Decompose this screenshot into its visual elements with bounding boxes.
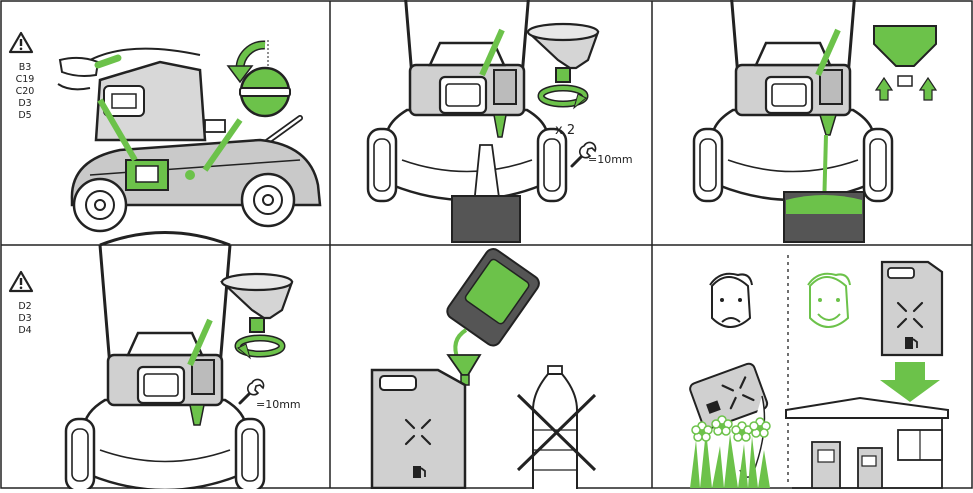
multiplier-label: x 2 xyxy=(555,123,575,138)
funnel-icon xyxy=(525,22,600,83)
warning-code: D5 xyxy=(18,110,31,121)
panel-6-recycle-at-station xyxy=(689,255,949,489)
pouring-oil-can-icon xyxy=(446,248,540,347)
warning-codes: B3 C19 C20 D3 D5 xyxy=(16,62,35,121)
mower-front-illustration xyxy=(66,233,264,490)
oil-cap-icon xyxy=(239,66,291,118)
jerrycan-icon xyxy=(370,368,467,490)
warning-code: D2 xyxy=(18,301,31,312)
rotate-arrow-icon xyxy=(234,334,286,360)
warning-icon xyxy=(8,270,34,293)
warning-code: C20 xyxy=(16,86,35,97)
warning-code: D3 xyxy=(18,98,31,109)
panel-4-replace-drain-plug: D2 D3 D4 =10mm xyxy=(8,233,301,490)
rotate-arrow-icon xyxy=(226,40,269,84)
warning-icon xyxy=(8,31,34,54)
warning-code: B3 xyxy=(19,62,32,73)
panel-3-drain-oil xyxy=(694,0,938,243)
plastic-bottle-icon xyxy=(516,365,597,493)
gas-station-icon xyxy=(785,396,949,489)
warning-codes: D2 D3 D4 xyxy=(18,301,31,336)
oil-tray-icon xyxy=(783,191,865,243)
warning-code: D3 xyxy=(18,313,31,324)
mower-side-illustration xyxy=(57,47,322,233)
funnel-up-icon xyxy=(873,25,938,101)
mower-front-illustration xyxy=(694,0,892,211)
warning-code: C19 xyxy=(16,74,35,85)
panel-5-dispose-oil-container xyxy=(370,248,597,493)
down-arrow-icon xyxy=(880,362,940,402)
panel-1-drain-position: B3 C19 C20 D3 D5 xyxy=(8,31,322,233)
oil-tray-icon xyxy=(451,195,521,243)
jerrycan-icon xyxy=(880,260,944,357)
panel-2-remove-drain-plug: x 2 =10mm xyxy=(368,0,633,243)
funnel-icon xyxy=(219,272,294,333)
wrench-size-label: =10mm xyxy=(256,398,301,411)
happy-face-icon xyxy=(807,272,851,328)
rotate-arrow-icon xyxy=(537,84,589,110)
grass-with-flowers xyxy=(690,415,771,488)
sad-face-icon xyxy=(709,272,753,328)
dumped-oil-can-icon xyxy=(689,362,769,430)
warning-code: D4 xyxy=(18,325,31,336)
wrench-size-label: =10mm xyxy=(588,153,633,166)
